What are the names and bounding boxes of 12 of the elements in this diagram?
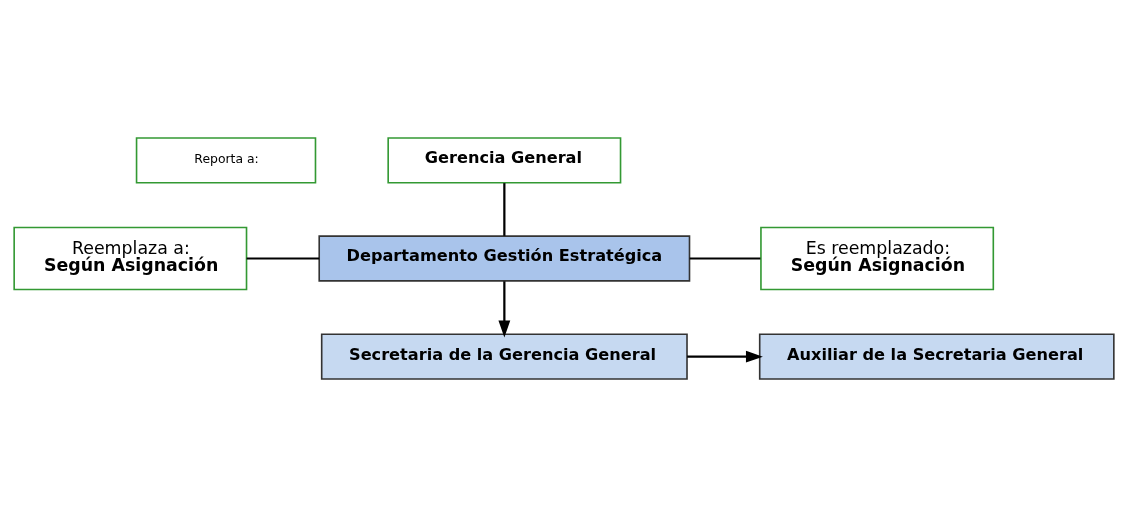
node-box: Secretaria de la Gerencia General (320, 333, 688, 380)
node-box: Reemplaza a: Según Asignación (13, 226, 248, 290)
node-box: Departamento Gestión Estratégica (318, 234, 691, 282)
arrow (498, 280, 511, 337)
node-box: Es reemplazado: Según Asignación (760, 226, 995, 290)
node-box: Gerencia General (387, 136, 622, 183)
node-box: Auxiliar de la Secretaria General (758, 333, 1115, 380)
connector (503, 182, 506, 236)
connector (246, 256, 320, 260)
connector (689, 256, 761, 260)
arrow (687, 350, 763, 363)
node-box: Reporta a: (135, 136, 317, 183)
